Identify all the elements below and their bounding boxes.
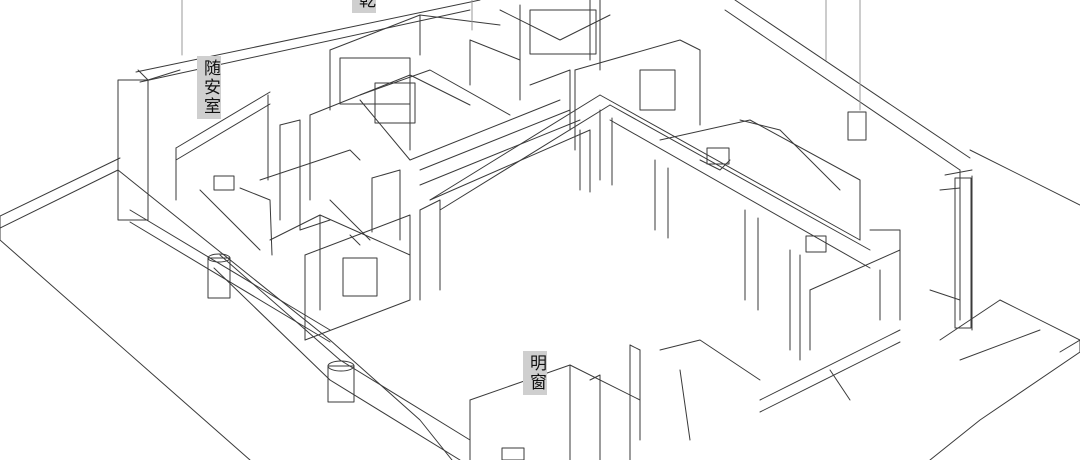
column-bases bbox=[207, 111, 972, 403]
room-partitions-center bbox=[309, 39, 591, 201]
corridor-north-east bbox=[429, 94, 871, 361]
perimeter-wall-south bbox=[213, 254, 901, 460]
room-partitions-north bbox=[329, 0, 611, 111]
room-bright-window bbox=[469, 339, 761, 460]
guide-lines bbox=[181, 0, 861, 111]
room-label-top: 乾 bbox=[352, 0, 376, 13]
room-label-bright-window: 明窗 bbox=[523, 351, 547, 395]
room-partitions-west-center bbox=[269, 169, 441, 341]
perimeter-wall-west bbox=[117, 0, 481, 343]
perimeter-wall-east bbox=[724, 0, 1001, 341]
base-platform bbox=[0, 149, 1080, 460]
room-label-suian: 随安室 bbox=[197, 56, 221, 119]
room-partitions-east bbox=[574, 39, 901, 351]
room-suian bbox=[175, 91, 361, 256]
